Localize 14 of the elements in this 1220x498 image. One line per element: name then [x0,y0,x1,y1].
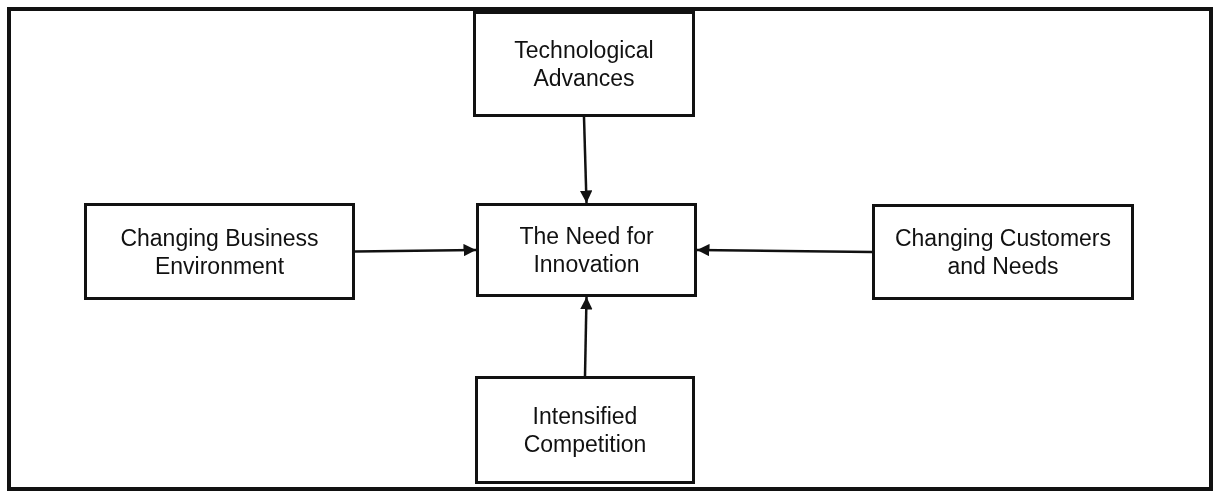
box-label: Changing Customers and Needs [893,224,1113,280]
process-box [476,203,697,297]
box-label: The Need for Innovation [518,222,655,278]
process-box [473,11,695,117]
process-box [475,376,695,484]
arrow [697,243,872,257]
process-box [872,204,1134,300]
box-label: Changing Business Environment [119,223,320,280]
box-label: Intensified Competition [522,402,648,458]
arrow [580,296,593,377]
box-label: Technological Advances [513,36,655,92]
process-box [84,203,355,300]
arrow [579,116,593,204]
arrow [355,243,476,257]
